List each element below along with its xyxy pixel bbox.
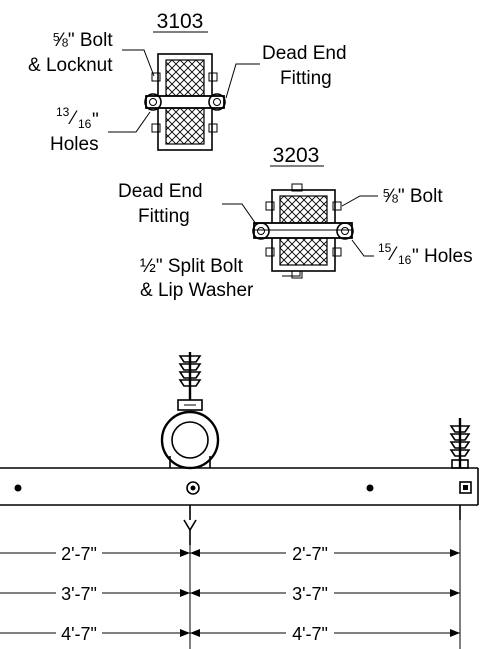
label-dead-end-fitting-3103: Dead End Fitting	[225, 43, 347, 99]
label-holes-3103: 13 ⁄ 16 " Holes	[50, 105, 151, 155]
svg-text:& Lip Washer: & Lip Washer	[140, 280, 254, 301]
center-insulator	[178, 352, 202, 400]
svg-text:16: 16	[398, 253, 412, 267]
svg-text:": "	[92, 110, 99, 131]
svg-text:Dead End: Dead End	[118, 181, 203, 202]
bolt-hole-center-inner	[190, 485, 196, 491]
figure-3203-title: 3203	[273, 144, 320, 167]
svg-text:15: 15	[378, 241, 392, 255]
svg-text:⅝" Bolt: ⅝" Bolt	[52, 30, 113, 51]
dim-right-3: 4'-7"	[292, 624, 328, 644]
figure-3103-title: 3103	[157, 10, 204, 33]
dim-right-1: 2'-7"	[292, 544, 328, 564]
end-bolt-square	[459, 481, 472, 494]
svg-text:" Holes: " Holes	[412, 246, 473, 267]
label-holes-3203: 15 ⁄ 16 " Holes	[351, 239, 473, 267]
bolt-hole-right	[366, 484, 374, 492]
label-bolt-3203: ⅝" Bolt	[341, 186, 443, 207]
figure-3103: 3103 ⅝" Bolt & Locknut Dead End	[28, 10, 347, 155]
crossarm-section-3203	[252, 183, 354, 279]
dim-left-2: 3'-7"	[61, 584, 97, 604]
dim-left-1: 2'-7"	[61, 544, 97, 564]
svg-text:Fitting: Fitting	[280, 68, 332, 89]
svg-text:½" Split Bolt: ½" Split Bolt	[140, 256, 244, 277]
label-bolt-locknut: ⅝" Bolt & Locknut	[28, 30, 155, 77]
elevation-view	[0, 352, 479, 649]
bolt-hole-center-outer	[186, 481, 200, 495]
svg-text:16: 16	[78, 117, 92, 131]
svg-text:13: 13	[56, 105, 70, 119]
end-insulator	[449, 418, 471, 520]
crossarm	[0, 467, 479, 506]
label-split-bolt: ½" Split Bolt & Lip Washer	[140, 256, 301, 301]
crossarm-section-3103	[144, 53, 226, 151]
svg-text:Fitting: Fitting	[138, 206, 190, 227]
label-dead-end-fitting-3203: Dead End Fitting	[118, 181, 257, 227]
svg-text:⁄: ⁄	[68, 108, 78, 129]
svg-text:⁄: ⁄	[388, 244, 398, 265]
conductor-clamp	[160, 399, 220, 470]
figure-3203: 3203 Dead End Fitting	[118, 144, 473, 301]
svg-text:& Locknut: & Locknut	[28, 55, 113, 76]
svg-text:Holes: Holes	[50, 134, 99, 155]
dimension-rows: 2'-7" 2'-7" 3'-7" 3'-7" 4'-7" 4'-7"	[0, 544, 460, 644]
svg-text:Dead End: Dead End	[262, 43, 347, 64]
bolt-hole-left	[14, 484, 22, 492]
dim-left-3: 4'-7"	[61, 624, 97, 644]
dim-right-2: 3'-7"	[292, 584, 328, 604]
svg-text:⅝" Bolt: ⅝" Bolt	[382, 186, 443, 207]
